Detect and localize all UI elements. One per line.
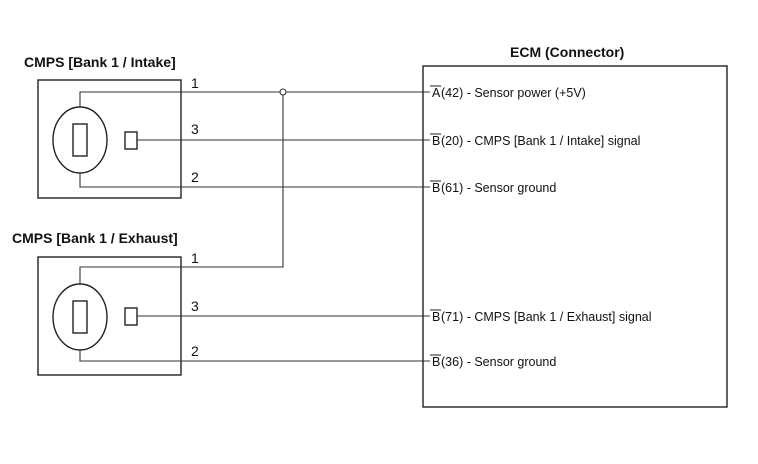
ecm-pin-label: (36) - Sensor ground	[441, 355, 556, 369]
sensor-exhaust-coil-icon	[52, 283, 108, 351]
sensor-exhaust-pin-2: 2	[191, 343, 199, 359]
sensor-exhaust-pin-1: 1	[191, 250, 199, 266]
sensor-intake-signal-element-icon	[124, 131, 138, 150]
wire-sensor-power-branch	[181, 92, 284, 268]
ecm-pin-connector: A	[432, 86, 441, 100]
sensor-intake-title: CMPS [Bank 1 / Intake]	[24, 54, 176, 70]
ecm-housing	[422, 65, 728, 408]
ecm-pin-label: (61) - Sensor ground	[441, 181, 556, 195]
sensor-exhaust: CMPS [Bank 1 / Exhaust] 1 3 2	[12, 230, 199, 376]
ecm-title: ECM (Connector)	[510, 44, 624, 60]
splice-point-icon	[279, 88, 287, 96]
harness-wires	[181, 88, 430, 362]
ecm-pin-connector: B	[432, 181, 440, 195]
ecm-connector: ECM (Connector) A (42) - Sensor power (+…	[422, 44, 728, 408]
sensor-intake: CMPS [Bank 1 / Intake] 1 3 2	[24, 54, 199, 199]
sensor-exhaust-core-icon	[72, 300, 88, 334]
ecm-pin-row: B (71) - CMPS [Bank 1 / Exhaust] signal	[430, 309, 652, 324]
ecm-pin-row: B (36) - Sensor ground	[430, 354, 556, 369]
sensor-exhaust-pin-3: 3	[191, 298, 199, 314]
sensor-intake-coil-icon	[52, 106, 108, 174]
ecm-pin-row: A (42) - Sensor power (+5V)	[430, 85, 586, 100]
ecm-pin-connector: B	[432, 310, 440, 324]
ecm-pin-label: (71) - CMPS [Bank 1 / Exhaust] signal	[441, 310, 652, 324]
sensor-intake-housing	[37, 79, 182, 199]
sensor-exhaust-title: CMPS [Bank 1 / Exhaust]	[12, 230, 178, 246]
sensor-exhaust-wire-1	[79, 266, 181, 284]
ecm-pin-label: (42) - Sensor power (+5V)	[441, 86, 586, 100]
sensor-intake-pin-2: 2	[191, 169, 199, 185]
sensor-exhaust-wire-2	[79, 350, 181, 362]
ecm-pin-connector: B	[432, 134, 440, 148]
ecm-pin-row: B (20) - CMPS [Bank 1 / Intake] signal	[430, 133, 640, 148]
ecm-pin-label: (20) - CMPS [Bank 1 / Intake] signal	[441, 134, 640, 148]
sensor-exhaust-signal-element-icon	[124, 307, 138, 326]
ecm-pin-connector: B	[432, 355, 440, 369]
sensor-intake-pin-3: 3	[191, 121, 199, 137]
ecm-pin-row: B (61) - Sensor ground	[430, 180, 556, 195]
sensor-intake-wire-1	[79, 91, 181, 107]
sensor-intake-pin-1: 1	[191, 75, 199, 91]
sensor-intake-wire-2	[79, 173, 181, 188]
sensor-intake-core-icon	[72, 123, 88, 157]
